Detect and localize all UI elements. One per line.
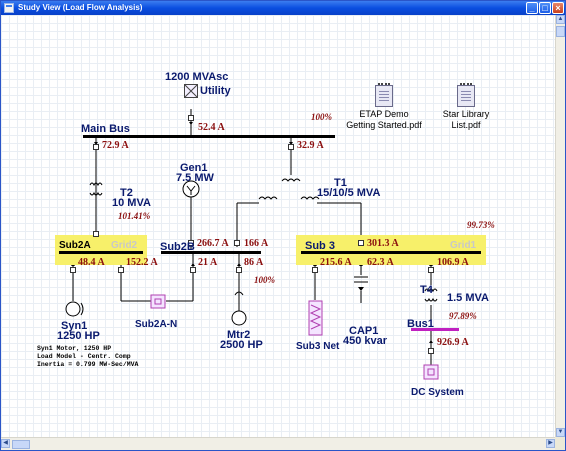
gen1-name: Gen1 (180, 162, 208, 174)
sub3-label: Sub 3 (305, 240, 335, 252)
sub2a-bus[interactable] (59, 251, 143, 254)
syn1-name: Syn1 (61, 320, 88, 332)
utility-breaker[interactable] (188, 115, 194, 121)
t1-sub3-current: 301.3 A (367, 238, 399, 249)
maximize-button[interactable]: □ (539, 2, 551, 14)
pdf-document-icon[interactable] (375, 83, 393, 107)
utility-current: 52.4 A (198, 122, 225, 133)
t1-primary-current: 32.9 A (297, 140, 324, 151)
sub3-highlight (296, 235, 486, 265)
horizontal-scrollbar[interactable]: ◀ ▶ (1, 437, 555, 450)
sub2b-label: Sub2B (160, 241, 195, 253)
minimize-button[interactable]: _ (526, 2, 538, 14)
sub2a-highlight (55, 235, 147, 265)
t2-primary-breaker[interactable] (93, 144, 99, 150)
t2-secondary-breaker[interactable] (93, 231, 99, 237)
scrollbar-corner (555, 437, 565, 450)
t1-rating: 15/10/5 MVA (317, 187, 381, 199)
close-button[interactable]: × (552, 2, 564, 14)
sub3net-breaker[interactable] (312, 267, 318, 273)
t1-sub2b-breaker[interactable] (234, 240, 240, 246)
dc-breaker[interactable] (428, 348, 434, 354)
scroll-right-icon[interactable]: ▶ (546, 439, 555, 448)
t2-rating: 10 MVA (112, 197, 151, 209)
mtr2-voltage-pct: 100% (254, 275, 275, 285)
t2-primary-current: 72.9 A (102, 140, 129, 151)
sub3net-current: 215.6 A (320, 257, 352, 268)
syn1-current: 48.4 A (78, 257, 105, 268)
t1-sub2b-current: 166 A (244, 238, 269, 249)
mtr2-rating: 2500 HP (220, 339, 263, 351)
sub2a-label: Sub2A (59, 240, 91, 251)
one-line-diagram-canvas[interactable]: 1200 MVAsc Utility 100% ETAP Demo Gettin… (1, 15, 555, 437)
study-view-icon (4, 3, 14, 13)
cap1-name: CAP1 (349, 325, 379, 337)
cap1-current: 62.3 A (367, 257, 394, 268)
scroll-left-icon[interactable]: ◀ (1, 439, 10, 448)
dc-system-label: DC System (411, 387, 464, 398)
horizontal-scroll-thumb[interactable] (12, 440, 30, 449)
gen1-current: 266.7 A (197, 238, 229, 249)
grid1-label: Grid1 (450, 240, 477, 251)
gen1-breaker[interactable] (188, 240, 194, 246)
syn1-rating: 1250 HP (57, 330, 100, 342)
syn1-breaker[interactable] (70, 267, 76, 273)
sub2b-feeder-breaker[interactable] (190, 267, 196, 273)
utility-rating: 1200 MVAsc (165, 71, 229, 83)
main-bus-label: Main Bus (81, 123, 130, 135)
vertical-scrollbar[interactable]: ▲ ▼ (555, 15, 565, 437)
mtr2-current: 86 A (244, 257, 264, 268)
syn1-note-line3: Inertia = 0.799 MW-Sec/MVA (37, 361, 139, 368)
mtr2-name: Mtr2 (227, 329, 251, 341)
cap1-rating: 450 kvar (343, 335, 388, 347)
t2-name: T2 (120, 187, 133, 199)
sub2an-current-a: 152.2 A (126, 257, 158, 268)
diagram-wires (65, 109, 439, 380)
sub2an-current-b: 21 A (198, 257, 218, 268)
sub2an-label: Sub2A-N (135, 319, 178, 330)
t1-name: T1 (334, 177, 347, 189)
t4-rating: 1.5 MVA (447, 292, 489, 304)
syn1-note-line1: Syn1 Motor, 1250 HP (37, 345, 112, 352)
t2-voltage-pct: 101.41% (118, 211, 151, 221)
etap-demo-doc-line1[interactable]: ETAP Demo (359, 109, 409, 119)
syn1-note-line2: Load Model - Centr. Comp (37, 353, 131, 360)
scroll-down-icon[interactable]: ▼ (556, 428, 565, 437)
gen1-rating: 7.5 MW (176, 172, 214, 184)
sub2b-bus[interactable] (161, 251, 261, 254)
star-library-doc-line1[interactable]: Star Library (442, 109, 490, 119)
t1-sub3-breaker[interactable] (358, 240, 364, 246)
title-bar[interactable]: Study View (Load Flow Analysis) _ □ × (1, 1, 565, 15)
utility-name: Utility (200, 85, 231, 97)
t4-current: 106.9 A (437, 257, 469, 268)
pdf-document-icon[interactable] (457, 83, 475, 107)
dc-current: 926.9 A (437, 337, 469, 348)
t4-name: T4 (420, 284, 433, 296)
bus1[interactable] (411, 328, 459, 331)
scroll-up-icon[interactable]: ▲ (556, 15, 565, 24)
t4-breaker[interactable] (428, 267, 434, 273)
star-library-doc-line2[interactable]: List.pdf (451, 120, 481, 130)
etap-demo-doc-line2[interactable]: Getting Started.pdf (346, 120, 422, 130)
main-bus[interactable] (83, 135, 335, 138)
t4-voltage-pct: 97.89% (449, 311, 477, 321)
grid2-label: Grid2 (111, 240, 138, 251)
t1-primary-breaker[interactable] (288, 144, 294, 150)
utility-source-icon[interactable] (184, 84, 198, 98)
sub3-voltage-pct: 99.73% (467, 220, 495, 230)
mtr2-breaker[interactable] (236, 267, 242, 273)
utility-voltage-pct: 100% (311, 112, 332, 122)
window-title: Study View (Load Flow Analysis) (18, 3, 143, 12)
sub2a-feeder-breaker[interactable] (118, 267, 124, 273)
sub3net-label: Sub3 Net (296, 341, 340, 352)
bus1-label: Bus1 (407, 318, 434, 330)
sub3-bus[interactable] (301, 251, 481, 254)
vertical-scroll-thumb[interactable] (556, 26, 565, 37)
